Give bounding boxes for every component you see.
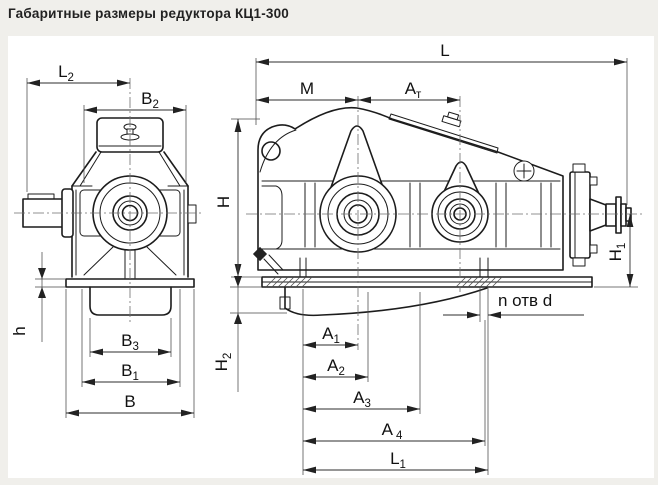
dim-label-B: B: [124, 392, 135, 411]
side-view-dimensions: L M Aт H H2 H1 n отв d: [212, 41, 638, 475]
dim-label-B2: B2: [141, 89, 159, 111]
foot-bolt-lines: [299, 257, 489, 278]
dim-label-M: M: [300, 79, 314, 98]
page-title: Габаритные размеры редуктора КЦ1-300: [8, 6, 290, 21]
side-view: L M Aт H H2 H1 n отв d: [212, 41, 644, 475]
shaft-keyway: [27, 193, 55, 200]
lug-hole: [261, 141, 281, 161]
stiffener-ribs: [304, 182, 552, 248]
output-shaft: [589, 196, 632, 234]
rib-over-bearing-1: [329, 125, 385, 191]
bottom-ribs: [83, 246, 177, 276]
rear-shaft-stub: [187, 204, 197, 224]
inner-wall-profile: [261, 185, 283, 250]
drain-plug: [252, 246, 284, 275]
inspection-cover: [388, 113, 499, 154]
dim-label-H1: H1: [606, 243, 628, 262]
output-flange: [569, 163, 598, 267]
dim-label-At: Aт: [405, 79, 422, 101]
dim-label-A2: A2: [327, 356, 345, 378]
end-view-dimensions: L2 B2 h B3 B1 B: [10, 62, 195, 418]
cover-breather-icon: [441, 111, 462, 128]
oil-sump-side: [284, 286, 488, 317]
drain-boss: [279, 296, 291, 310]
dim-label-L: L: [440, 41, 449, 60]
dim-label-B3: B3: [121, 331, 139, 353]
dim-label-L1: L1: [390, 449, 406, 471]
dim-label-H: H: [214, 196, 233, 208]
dim-label-A1: A1: [322, 324, 340, 346]
dim-label-h: h: [10, 326, 29, 335]
end-view: L2 B2 h B3 B1 B: [10, 62, 204, 418]
dim-label-n-otv-d: n отв d: [498, 291, 552, 310]
dim-label-L2: L2: [58, 62, 74, 84]
dim-label-H2: H2: [212, 353, 234, 372]
lifting-lug: [259, 129, 297, 173]
oil-sump-front: [89, 286, 172, 316]
casing-split-lines: [261, 180, 561, 250]
sight-hole: [513, 160, 535, 182]
foot-hatching: [265, 276, 503, 288]
center-column: [124, 249, 136, 279]
base-plate: [261, 276, 593, 288]
dim-label-A3: A3: [353, 388, 371, 410]
dim-label-B1: B1: [121, 361, 139, 383]
